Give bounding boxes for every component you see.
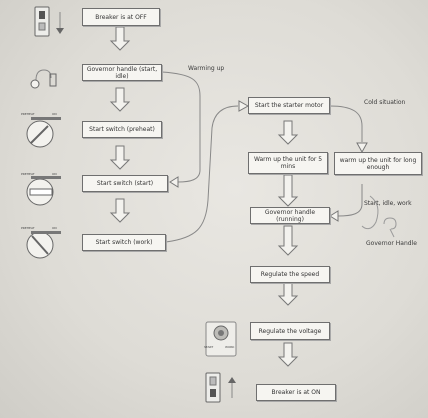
switch-dial-work-icon xyxy=(26,231,61,259)
switch-dial-start-icon xyxy=(26,176,61,206)
dial3-label-left: PREHEAT xyxy=(21,226,35,230)
governor-stem xyxy=(389,228,395,238)
step-start-switch-start: Start switch (start) xyxy=(82,175,168,192)
step-start-switch-work: Start switch (work) xyxy=(82,234,166,251)
dial2-label-right: ON xyxy=(52,172,57,176)
dial1-label-right: ON xyxy=(52,112,57,116)
arrow-down-9 xyxy=(277,342,299,367)
knob-label-right: WORK xyxy=(225,345,235,349)
step-regulate-voltage: Regulate the voltage xyxy=(250,322,330,340)
step-breaker-off: Breaker is at OFF xyxy=(82,8,160,26)
step-start-switch-preheat: Start switch (preheat) xyxy=(82,121,162,138)
step-warm-up-5: Warm up the unit for 5 mins xyxy=(248,152,328,174)
governor-hook xyxy=(383,217,397,230)
breaker-on-icon xyxy=(205,372,236,403)
voltage-knob-icon xyxy=(205,321,237,357)
cold-arrowhead xyxy=(356,142,368,154)
note-start-idle-work: Start, idle, work xyxy=(364,200,412,207)
switch-dial-preheat-icon xyxy=(26,117,61,148)
work-to-motor-curve xyxy=(165,105,239,243)
step-breaker-on: Breaker is at ON xyxy=(256,384,336,401)
step-regulate-speed: Regulate the speed xyxy=(250,266,330,283)
warming-up-curve xyxy=(161,71,201,183)
arrow-down-7 xyxy=(277,225,299,256)
governor-side-curve xyxy=(361,195,379,230)
dial1-label-left: PREHEAT xyxy=(21,112,35,116)
step-warm-up-long: warm up the unit for long enough xyxy=(334,152,422,175)
governor-handle-icon xyxy=(30,69,57,89)
arrow-down-2 xyxy=(109,87,131,112)
knob-label-left: START xyxy=(204,345,214,349)
long-warmup-curve xyxy=(337,184,363,217)
cold-curve xyxy=(329,105,363,142)
breaker-off-icon xyxy=(34,6,64,37)
step-start-motor: Start the starter motor xyxy=(248,97,330,114)
step-governor-start-idle: Governor handle (start, idle) xyxy=(82,64,162,81)
arrow-down-4 xyxy=(109,198,131,223)
note-cold-situation: Cold situation xyxy=(364,99,406,106)
step-governor-running: Governor handle (running) xyxy=(250,207,330,224)
dial3-label-right: ON xyxy=(52,226,57,230)
arrow-down-3 xyxy=(109,145,131,170)
dial2-label-left: PREHEAT xyxy=(21,172,35,176)
arrow-down-1 xyxy=(109,26,131,51)
arrow-down-5 xyxy=(277,120,299,145)
work-to-motor-arrowhead xyxy=(238,100,250,112)
note-warming-up: Warming up xyxy=(188,65,225,72)
arrow-down-6 xyxy=(277,174,299,207)
long-warmup-arrowhead xyxy=(329,210,339,222)
warming-up-arrowhead xyxy=(169,176,179,188)
note-governor-handle: Governor Handle xyxy=(366,240,417,247)
